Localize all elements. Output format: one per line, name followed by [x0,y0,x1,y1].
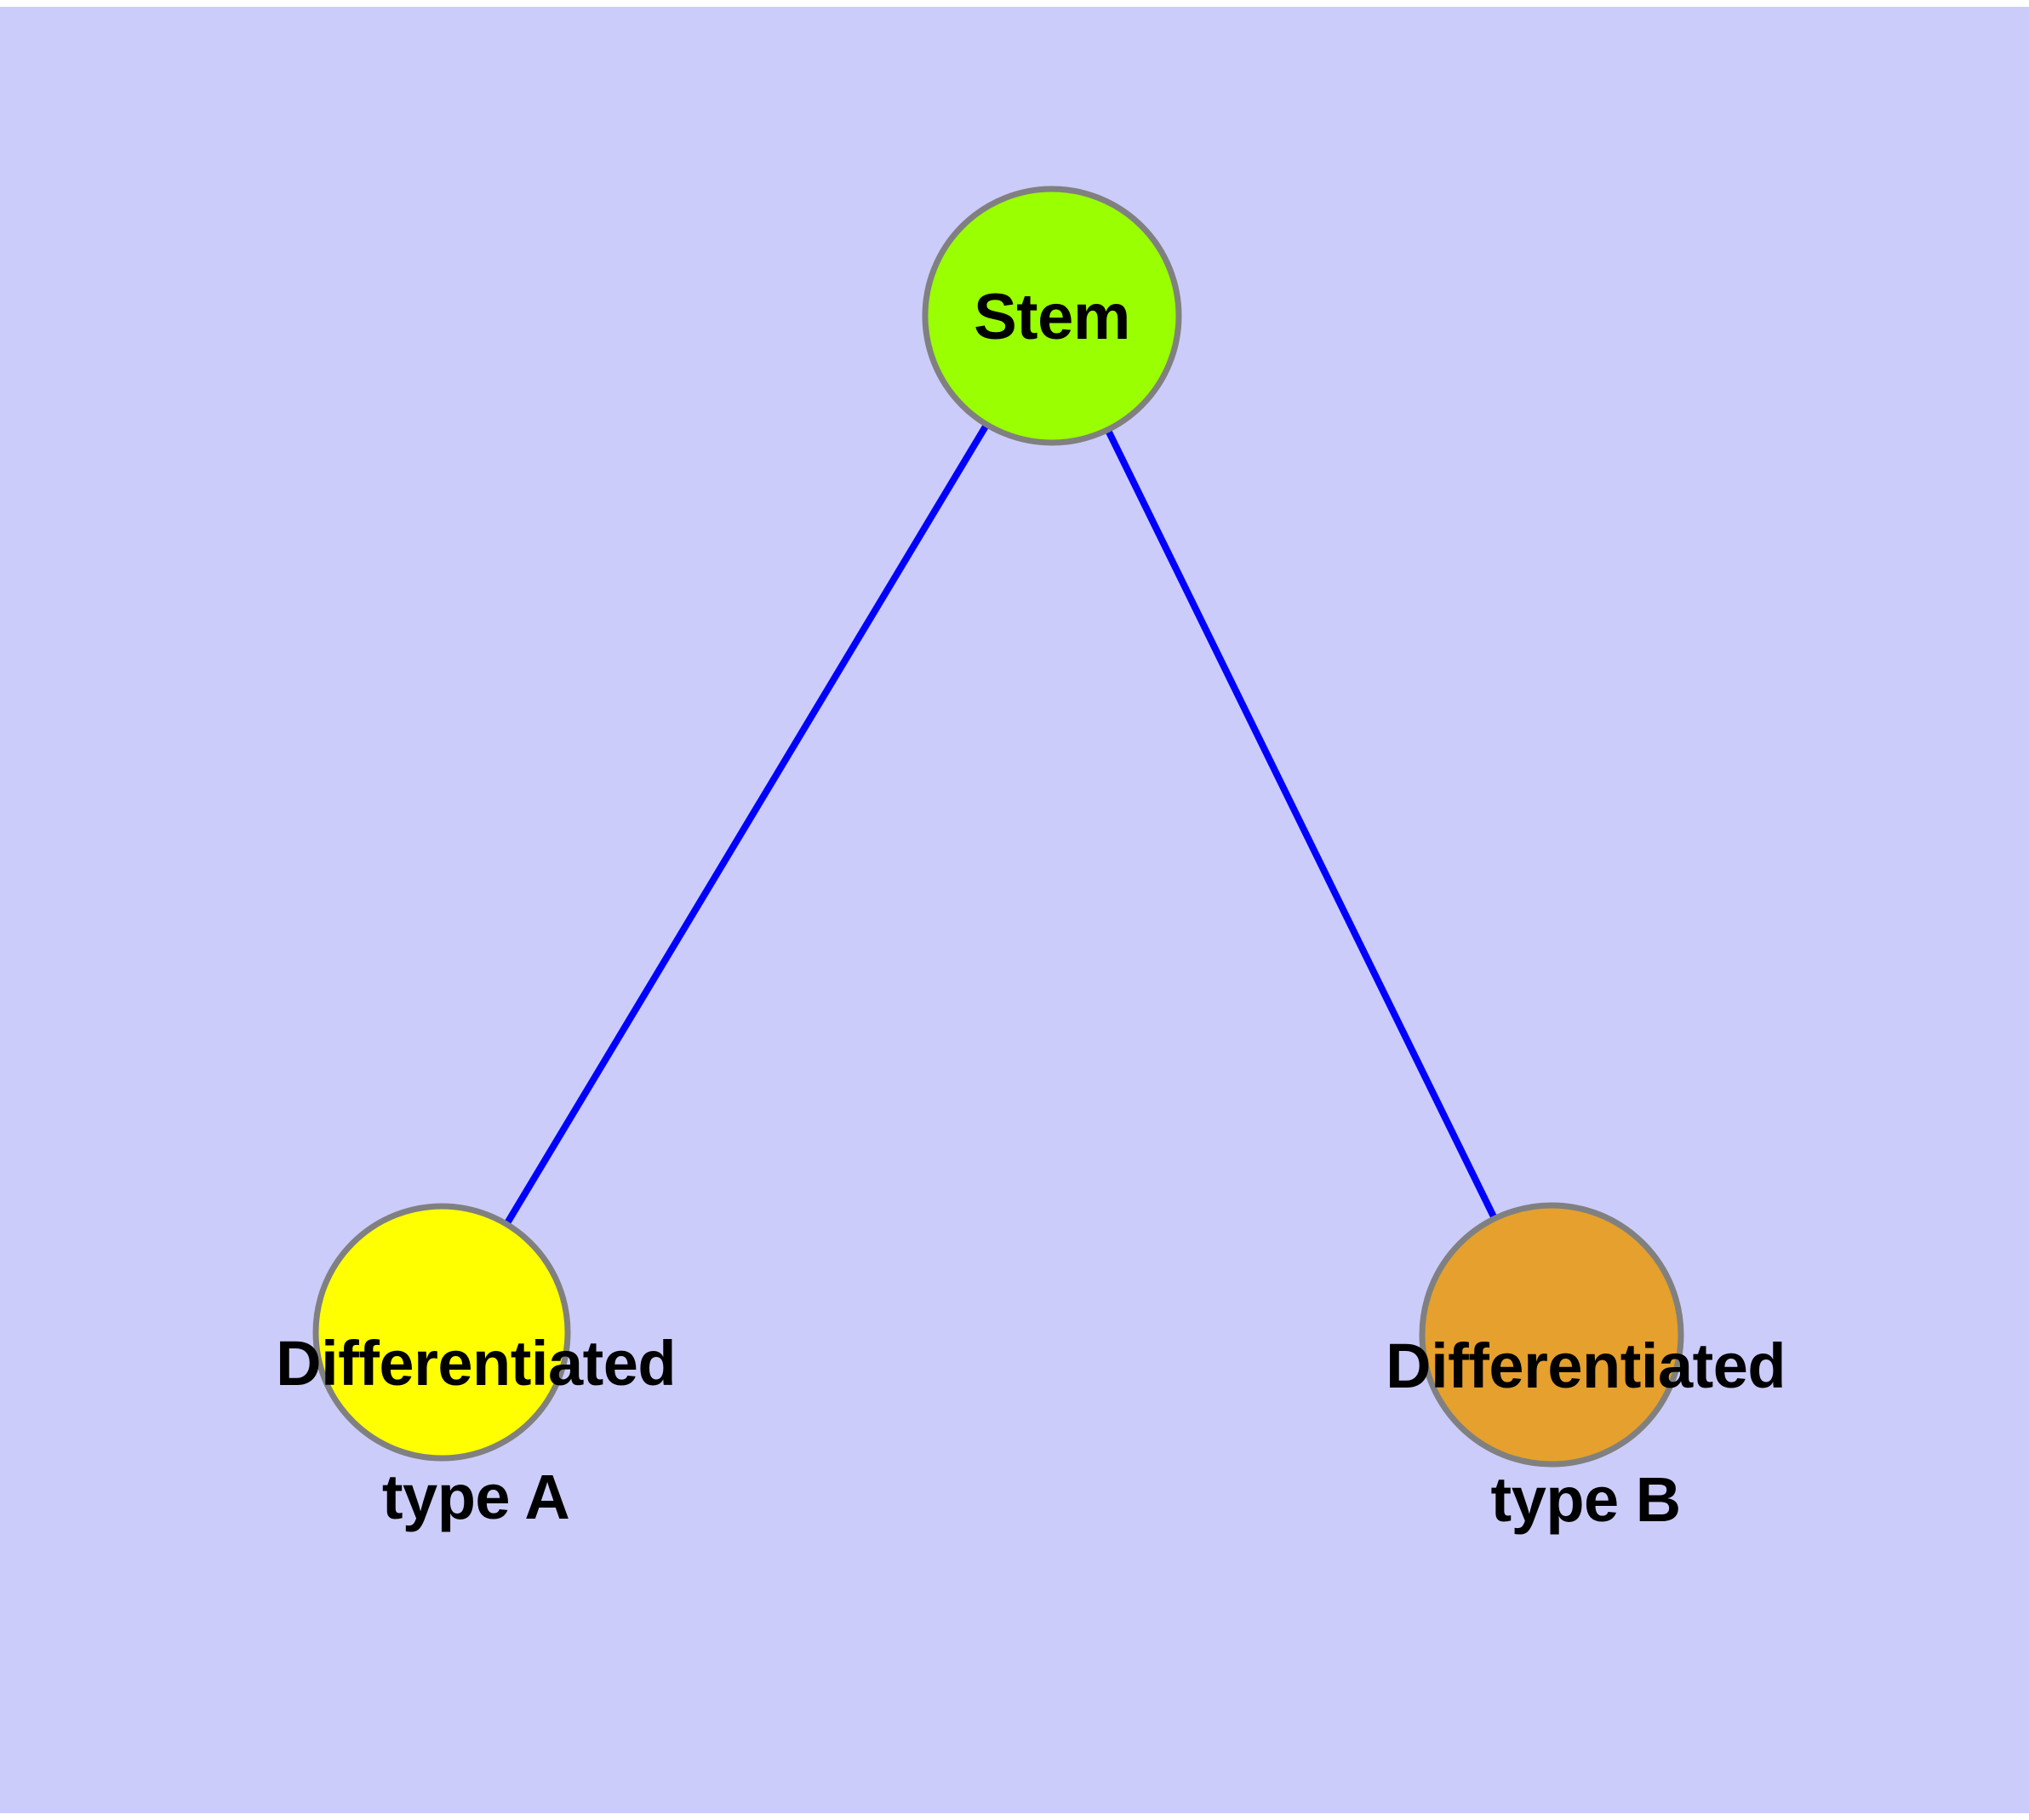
edge-layer [438,313,1555,1336]
node-differentiated-type-a[interactable] [312,1203,571,1462]
edge-stem-to-differentiated-type-a[interactable] [438,313,1055,1335]
node-differentiated-type-b[interactable] [1419,1202,1684,1468]
node-layer [312,186,1684,1468]
edge-stem-to-differentiated-type-b[interactable] [1049,314,1555,1336]
node-stem[interactable] [922,186,1182,446]
